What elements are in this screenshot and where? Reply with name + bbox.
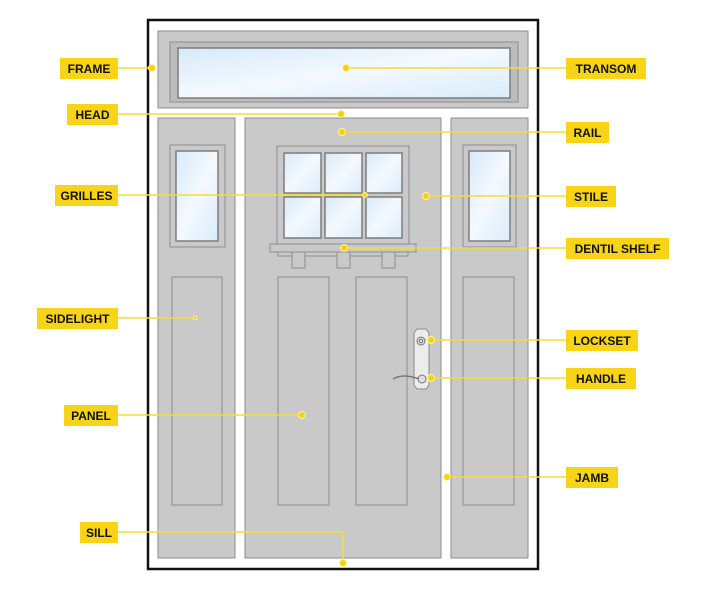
svg-text:SILL: SILL bbox=[86, 526, 112, 540]
door-panel-left bbox=[277, 276, 330, 506]
label-stile: STILE bbox=[566, 186, 616, 207]
label-panel: PANEL bbox=[64, 405, 118, 426]
label-dentil-shelf: DENTIL SHELF bbox=[566, 238, 669, 259]
svg-text:FRAME: FRAME bbox=[68, 62, 111, 76]
leader-lines bbox=[118, 67, 566, 563]
label-lockset: LOCKSET bbox=[566, 330, 638, 351]
door-panel-right bbox=[355, 276, 408, 506]
label-frame: FRAME bbox=[60, 58, 118, 79]
svg-text:TRANSOM: TRANSOM bbox=[576, 62, 637, 76]
callout-dots bbox=[148, 64, 451, 567]
lockset bbox=[392, 328, 430, 390]
svg-text:PANEL: PANEL bbox=[71, 409, 111, 423]
svg-text:HANDLE: HANDLE bbox=[576, 372, 626, 386]
svg-text:JAMB: JAMB bbox=[575, 471, 609, 485]
svg-text:LOCKSET: LOCKSET bbox=[573, 334, 631, 348]
label-handle: HANDLE bbox=[566, 368, 636, 389]
door-illustration bbox=[146, 18, 540, 571]
label-rail: RAIL bbox=[566, 122, 609, 143]
svg-text:GRILLES: GRILLES bbox=[60, 189, 112, 203]
grilles bbox=[283, 152, 403, 239]
handle bbox=[392, 375, 420, 380]
label-sill: SILL bbox=[80, 522, 118, 543]
label-sidelight: SIDELIGHT bbox=[37, 308, 118, 329]
svg-text:RAIL: RAIL bbox=[574, 126, 602, 140]
transom-glass bbox=[177, 47, 511, 99]
label-transom: TRANSOM bbox=[566, 58, 646, 79]
label-jamb: JAMB bbox=[566, 467, 618, 488]
svg-text:STILE: STILE bbox=[574, 190, 608, 204]
label-head: HEAD bbox=[67, 104, 118, 125]
sidelight-panel bbox=[171, 276, 223, 506]
svg-text:HEAD: HEAD bbox=[75, 108, 109, 122]
svg-text:DENTIL SHELF: DENTIL SHELF bbox=[575, 242, 661, 256]
svg-text:SIDELIGHT: SIDELIGHT bbox=[45, 312, 110, 326]
label-grilles: GRILLES bbox=[55, 185, 118, 206]
